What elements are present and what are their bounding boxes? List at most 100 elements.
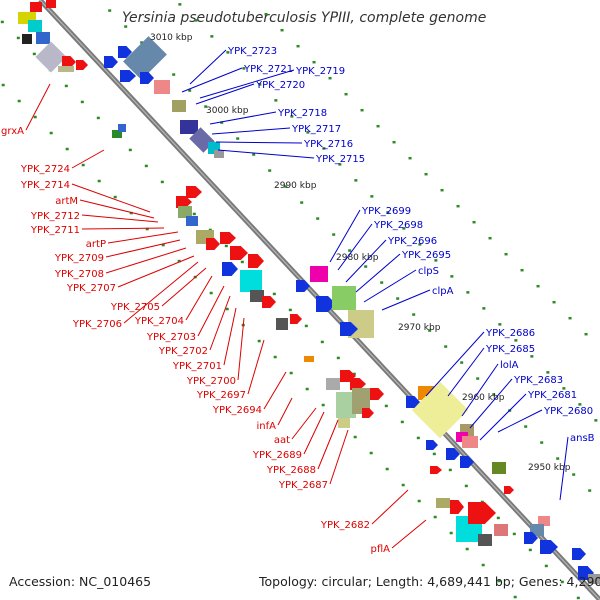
track-dot: [465, 547, 469, 551]
gene-label-forward[interactable]: YPK_2721: [243, 64, 293, 75]
gene-feature: [186, 216, 198, 226]
gene-feature: [206, 238, 220, 250]
gene-label-forward[interactable]: YPK_2715: [315, 154, 365, 165]
gene-label-forward[interactable]: YPK_2680: [543, 406, 593, 417]
leader-line: [117, 255, 195, 288]
gene-label-reverse[interactable]: pflA: [371, 544, 391, 555]
gene-label-reverse[interactable]: YPK_2705: [110, 302, 160, 313]
track-dot: [472, 220, 476, 224]
gene-label-reverse[interactable]: infA: [257, 421, 277, 432]
gene-label-reverse[interactable]: YPK_2703: [146, 332, 196, 343]
gene-label-forward[interactable]: clpA: [432, 286, 454, 297]
track-dot: [80, 100, 84, 104]
leader-line: [105, 247, 187, 274]
track-dot: [252, 153, 256, 156]
gene-label-reverse[interactable]: grxA: [1, 126, 24, 137]
gene-label-reverse[interactable]: YPK_2704: [134, 316, 184, 327]
gene-feature: [436, 498, 450, 508]
track-dot: [96, 116, 100, 120]
accession-text: Accession: NC_010465: [9, 574, 152, 589]
gene-label-reverse[interactable]: YPK_2700: [186, 376, 236, 387]
track-dot: [194, 19, 198, 22]
gene-label-reverse[interactable]: YPK_2689: [252, 450, 302, 461]
leader-line: [355, 253, 401, 293]
gene-label-forward[interactable]: YPK_2719: [295, 66, 345, 77]
gene-label-forward[interactable]: clpS: [418, 266, 439, 277]
gene-label-reverse[interactable]: aat: [274, 435, 290, 446]
track-dot: [412, 313, 416, 316]
leader-line: [329, 429, 349, 485]
track-dot: [364, 265, 368, 268]
gene-label-reverse[interactable]: artP: [86, 239, 106, 250]
gene-label-forward[interactable]: YPK_2683: [513, 375, 563, 386]
gene-label-reverse[interactable]: YPK_2706: [72, 319, 122, 330]
gene-label-forward[interactable]: YPK_2696: [387, 236, 437, 247]
track-dot: [456, 204, 460, 208]
gene-feature: [316, 296, 336, 312]
leader-line: [345, 239, 387, 283]
gene-feature: [220, 232, 236, 244]
track-dot: [328, 76, 332, 80]
gene-label-reverse[interactable]: YPK_2701: [172, 361, 222, 372]
gene-label-reverse[interactable]: YPK_2687: [278, 480, 328, 491]
gene-label-forward[interactable]: YPK_2681: [527, 390, 577, 401]
track-dot: [64, 84, 68, 88]
gene-feature: [296, 280, 310, 292]
gene-label-reverse[interactable]: YPK_2712: [30, 211, 80, 222]
gene-feature: [450, 500, 464, 514]
gene-feature: [118, 46, 132, 58]
gene-label-forward[interactable]: YPK_2723: [227, 46, 277, 57]
gene-label-reverse[interactable]: YPK_2709: [54, 253, 104, 264]
gene-label-forward[interactable]: YPK_2685: [485, 344, 535, 355]
gene-label-reverse[interactable]: YPK_2688: [266, 465, 316, 476]
gene-label-forward[interactable]: YPK_2686: [485, 328, 535, 339]
gene-label-forward[interactable]: YPK_2698: [373, 220, 423, 231]
scale-label: 2950 kbp: [528, 463, 571, 473]
track-dot: [81, 163, 85, 167]
gene-feature: [36, 32, 50, 44]
track-dot: [466, 291, 470, 294]
gene-label-reverse[interactable]: YPK_2702: [158, 346, 208, 357]
track-dot: [512, 532, 516, 536]
gene-feature: [338, 418, 350, 428]
track-dot: [432, 452, 436, 456]
gene-label-reverse[interactable]: YPK_2711: [30, 225, 80, 236]
leader-line: [123, 261, 199, 324]
gene-label-reverse[interactable]: YPK_2682: [320, 520, 370, 531]
gene-label-reverse[interactable]: YPK_2708: [54, 269, 104, 280]
gene-label-forward[interactable]: ansB: [570, 433, 595, 444]
track-dot: [322, 147, 326, 150]
gene-feature: [426, 440, 438, 450]
track-dot: [464, 484, 468, 488]
gene-label-forward[interactable]: YPK_2699: [361, 206, 411, 217]
track-dot: [476, 377, 480, 380]
leader-line: [71, 183, 151, 213]
gene-feature: [180, 120, 198, 134]
track-dot: [424, 172, 428, 176]
gene-label-forward[interactable]: YPK_2716: [303, 139, 353, 150]
gene-label-reverse[interactable]: YPK_2697: [196, 390, 246, 401]
gene-label-reverse[interactable]: YPK_2724: [20, 164, 70, 175]
scale-label: 2960 kbp: [462, 393, 505, 403]
leader-line: [185, 275, 213, 321]
scale-label: 3000 kbp: [206, 106, 249, 116]
track-dot: [288, 308, 292, 312]
gene-label-reverse[interactable]: YPK_2694: [212, 405, 262, 416]
gene-label-forward[interactable]: lolA: [500, 360, 519, 371]
gene-feature: [62, 56, 76, 68]
gene-label-forward[interactable]: YPK_2695: [401, 250, 451, 261]
track-dot: [177, 259, 181, 263]
leader-line: [71, 149, 105, 169]
gene-label-forward[interactable]: YPK_2720: [255, 80, 305, 91]
track-dot: [113, 195, 117, 199]
gene-label-reverse[interactable]: artM: [55, 196, 78, 207]
gene-label-forward[interactable]: YPK_2718: [277, 108, 327, 119]
gene-feature: [350, 378, 366, 390]
track-dot: [338, 163, 342, 166]
gene-label-reverse[interactable]: YPK_2714: [20, 180, 70, 191]
gene-label-reverse[interactable]: YPK_2707: [66, 283, 116, 294]
leader-line: [81, 214, 159, 223]
gene-label-forward[interactable]: YPK_2717: [291, 124, 341, 135]
